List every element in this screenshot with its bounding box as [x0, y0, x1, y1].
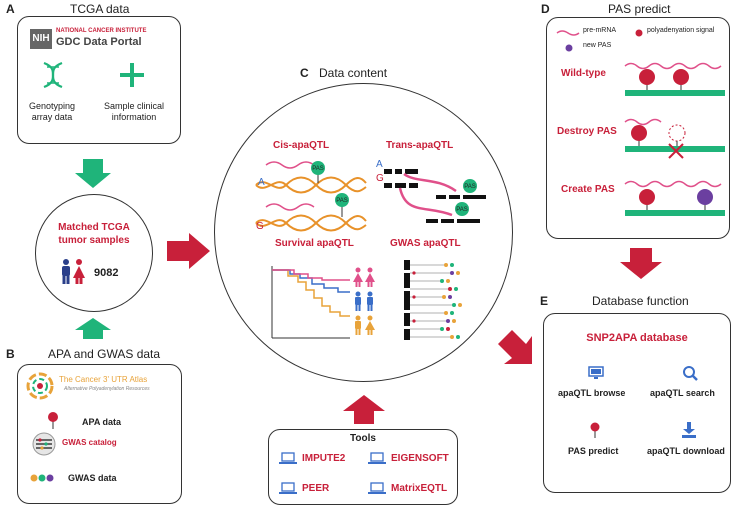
monitor-icon [588, 366, 604, 379]
gwas-catalog-name: GWAS catalog [62, 438, 117, 447]
pin-icon [48, 412, 58, 429]
pas-marker-4: PAS [456, 207, 468, 213]
tool-eigensoft: EIGENSOFT [391, 453, 449, 464]
panel-c-letter: C [300, 66, 309, 80]
create-pas-illustration [624, 180, 725, 216]
arrow-right-to-c [167, 233, 210, 269]
pas-predict-item[interactable]: PAS predict [568, 446, 619, 456]
female-pink-icon [353, 267, 375, 287]
survival-apaqtl-illustration [271, 266, 375, 339]
allele-a-trans: A [376, 159, 383, 170]
gwas-data-label: GWAS data [68, 473, 117, 483]
panel-d-box: pre-mRNA polyadenyation signal new PAS W… [546, 17, 730, 239]
tool-peer: PEER [302, 483, 330, 494]
data-content-circle [214, 83, 513, 382]
sample-count: 9082 [94, 267, 119, 279]
snp2apa-db-name: SNP2APA database [586, 332, 688, 344]
matched-samples-circle: Matched TCGA tumor samples 9082 [35, 194, 153, 312]
genotyping-label: Genotyping array data [28, 101, 76, 122]
matched-title: Matched TCGA tumor samples [58, 222, 130, 246]
signal-legend-dot [635, 29, 643, 37]
gwas-apaqtl-illustration [404, 260, 462, 340]
tool-impute2: IMPUTE2 [302, 453, 346, 464]
arrow-up-tools [343, 395, 385, 424]
panel-b-title: APA and GWAS data [48, 347, 161, 361]
atlas-name: The Cancer 3' UTR Atlas [59, 375, 148, 384]
cis-apaqtl-label: Cis-apaQTL [273, 140, 330, 151]
apaqtl-download-item[interactable]: apaQTL download [647, 446, 725, 456]
survival-apaqtl-label: Survival apaQTL [275, 238, 354, 249]
arrow-down-a [75, 159, 111, 188]
panel-e-letter: E [540, 294, 549, 308]
dna-icon [43, 61, 63, 89]
nci-name: NATIONAL CANCER INSTITUTE [56, 28, 147, 34]
clinical-label: Sample clinical information [103, 101, 165, 122]
allele-a-cis: A [258, 177, 265, 188]
apa-data-label: APA data [82, 417, 122, 427]
gwas-catalog-icon [32, 432, 56, 456]
panel-b-box: The Cancer 3' UTR Atlas Alternative Poly… [17, 364, 182, 504]
premrna-legend-line [556, 30, 580, 36]
gdc-portal-name: GDC Data Portal [56, 36, 142, 48]
arrow-up-b [75, 318, 111, 339]
pas-marker-2: PAS [336, 198, 348, 204]
panel-e-title: Database function [592, 294, 689, 308]
destroy-pas-illustration [624, 118, 725, 159]
legend-signal: polyadenyation signal [647, 27, 715, 34]
pin-icon [590, 422, 600, 438]
apaqtl-browse-item[interactable]: apaQTL browse [558, 388, 626, 398]
panel-d-title: PAS predict [608, 2, 671, 16]
panel-c-title: Data content [319, 66, 388, 80]
laptop-icon [368, 452, 386, 464]
laptop-icon [368, 482, 386, 494]
cis-apaqtl-illustration: PAS A PAS G [255, 161, 367, 232]
panel-a-title: TCGA data [70, 2, 130, 16]
plus-icon [120, 63, 144, 87]
newpas-legend-dot [565, 44, 573, 52]
trans-apaqtl-label: Trans-apaQTL [386, 140, 454, 151]
apaqtl-search-item[interactable]: apaQTL search [650, 388, 715, 398]
legend-premrna: pre-mRNA [583, 27, 617, 34]
tools-title: Tools [350, 433, 376, 444]
wild-type-illustration [624, 62, 725, 96]
atlas-subtitle: Alternative Polyadenylation Resources [64, 386, 150, 392]
arrow-down-d [620, 248, 662, 279]
people-icon [62, 259, 85, 284]
tool-matrixeqtl: MatrixEQTL [391, 483, 448, 494]
destroy-pas-label: Destroy PAS [557, 126, 617, 137]
male-blue-icon [355, 291, 373, 311]
allele-g-trans: G [376, 173, 384, 184]
laptop-icon [279, 482, 297, 494]
mixed-orange-icon [355, 315, 375, 335]
create-pas-label: Create PAS [561, 184, 615, 195]
tools-box: Tools IMPUTE2 EIGENSOFT PEER MatrixEQTL [268, 429, 458, 505]
nih-logo: NIH [30, 29, 52, 49]
gwas-dots-icon [30, 474, 54, 482]
search-icon [683, 366, 698, 381]
legend-newpas: new PAS [583, 42, 612, 49]
panel-d-letter: D [541, 2, 550, 16]
panel-a-box: NIH NATIONAL CANCER INSTITUTE GDC Data P… [17, 16, 181, 144]
gwas-apaqtl-label: GWAS apaQTL [390, 238, 461, 249]
laptop-icon [279, 452, 297, 464]
trans-apaqtl-illustration: A G PAS PAS [376, 159, 486, 223]
panel-b-letter: B [6, 347, 15, 361]
wild-type-label: Wild-type [561, 68, 606, 79]
panel-a-letter: A [6, 2, 15, 16]
allele-g-cis: G [256, 221, 264, 232]
pas-marker-3: PAS [464, 184, 476, 190]
arrow-c-to-e [498, 330, 532, 364]
panel-e-box: SNP2APA database apaQTL browse apaQTL se… [543, 313, 731, 493]
download-icon [682, 422, 696, 438]
pas-marker-1: PAS [312, 166, 324, 172]
atlas-logo-icon [26, 372, 54, 400]
